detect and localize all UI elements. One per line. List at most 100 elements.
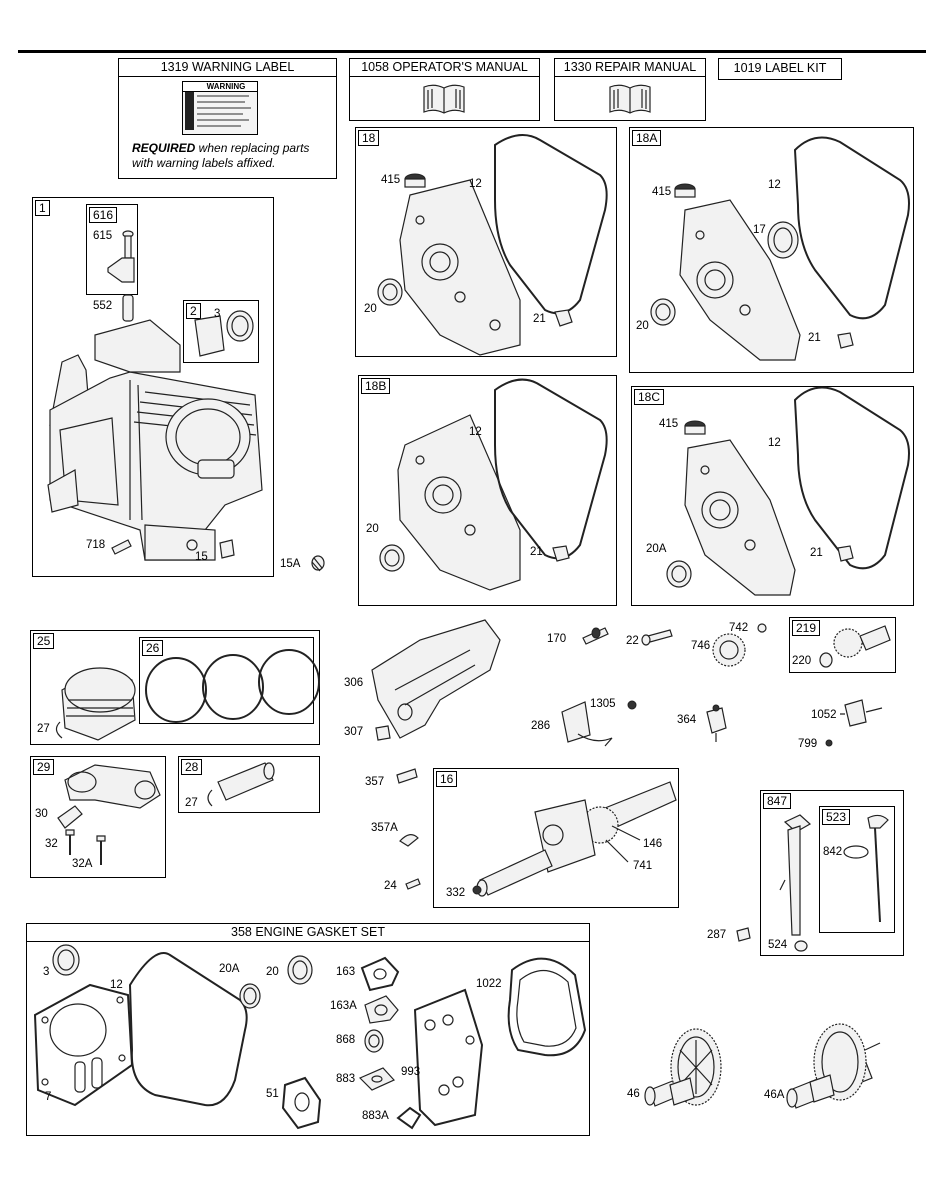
warning-sign-icon: WARNING <box>182 81 258 135</box>
gasket-label-12: 12 <box>110 979 123 991</box>
part-label-27: 27 <box>37 723 50 735</box>
part-label-718: 718 <box>86 539 106 551</box>
part-label-746: 746 <box>691 640 711 652</box>
group-tag-26: 26 <box>142 640 164 656</box>
gasket-label-163A: 163A <box>330 1000 357 1012</box>
group-26-box: 26 <box>139 637 314 724</box>
warning-sign-header: WARNING <box>183 82 257 92</box>
part-label-21: 21 <box>810 547 823 559</box>
part-label-32: 32 <box>45 838 58 850</box>
group-tag-523: 523 <box>822 809 851 825</box>
part-label-742: 742 <box>729 622 749 634</box>
label-kit-title: 1019 LABEL KIT <box>733 61 827 75</box>
group-tag-18B: 18B <box>361 378 391 394</box>
part-label-799: 799 <box>798 738 818 750</box>
part-label-20A: 20A <box>646 543 667 555</box>
group-tag-18: 18 <box>358 130 380 146</box>
group-tag-847: 847 <box>763 793 792 809</box>
part-label-524: 524 <box>768 939 788 951</box>
required-note: REQUIRED when replacing parts with warni… <box>132 141 332 171</box>
group-tag-616: 616 <box>89 207 118 223</box>
book-icon <box>609 84 651 114</box>
group-tag-2: 2 <box>186 303 201 319</box>
warning-label-box: 1319 WARNING LABEL WARNING REQUIRED when… <box>118 58 337 179</box>
part-label-17: 17 <box>753 224 766 236</box>
part-label-12: 12 <box>469 178 482 190</box>
group-219-box: 219 <box>789 617 896 673</box>
part-label-615: 615 <box>93 230 113 242</box>
operators-manual-title: 1058 OPERATOR'S MANUAL <box>361 60 528 74</box>
part-label-357: 357 <box>365 776 385 788</box>
part-label-415: 415 <box>652 186 672 198</box>
group-18C-box: 18C <box>631 386 914 606</box>
part-label-415: 415 <box>659 418 679 430</box>
book-icon <box>423 84 465 114</box>
group-18-box: 18 <box>355 127 617 357</box>
gasket-set-box: 358 ENGINE GASKET SET <box>26 923 590 1136</box>
part-label-46A: 46A <box>764 1089 785 1101</box>
part-label-24: 24 <box>384 880 397 892</box>
part-label-21: 21 <box>533 313 546 325</box>
part-label-415: 415 <box>381 174 401 186</box>
part-label-1052: 1052 <box>811 709 837 721</box>
operators-manual-box: 1058 OPERATOR'S MANUAL <box>349 58 540 121</box>
group-29-box: 29 <box>30 756 166 878</box>
group-847-box: 847 <box>760 790 904 956</box>
part-label-30: 30 <box>35 808 48 820</box>
group-18A-box: 18A <box>629 127 914 373</box>
part-label-286: 286 <box>531 720 551 732</box>
part-label-842: 842 <box>823 846 843 858</box>
group-tag-16: 16 <box>436 771 458 787</box>
gasket-label-1022: 1022 <box>476 978 502 990</box>
group-tag-18A: 18A <box>632 130 662 146</box>
group-tag-219: 219 <box>792 620 821 636</box>
part-label-552: 552 <box>93 300 113 312</box>
group-2-box: 2 <box>183 300 259 363</box>
part-label-46: 46 <box>627 1088 640 1100</box>
part-label-15A: 15A <box>280 558 301 570</box>
repair-manual-title: 1330 REPAIR MANUAL <box>563 60 697 74</box>
group-tag-1: 1 <box>35 200 50 216</box>
part-label-306: 306 <box>344 677 364 689</box>
group-18B-box: 18B <box>358 375 617 606</box>
part-label-357A: 357A <box>371 822 398 834</box>
part-label-20: 20 <box>636 320 649 332</box>
gasket-label-20: 20 <box>266 966 279 978</box>
part-label-15: 15 <box>195 551 208 563</box>
gasket-label-51: 51 <box>266 1088 279 1100</box>
group-tag-29: 29 <box>33 759 55 775</box>
part-label-22: 22 <box>626 635 639 647</box>
gasket-set-title: 358 ENGINE GASKET SET <box>231 925 385 939</box>
group-523-box: 523 <box>819 806 895 933</box>
part-label-20: 20 <box>366 523 379 535</box>
part-label-27: 27 <box>185 797 198 809</box>
part-label-146: 146 <box>643 838 663 850</box>
group-28-box: 28 <box>178 756 320 813</box>
part-label-332: 332 <box>446 887 466 899</box>
group-tag-25: 25 <box>33 633 55 649</box>
part-label-21: 21 <box>530 546 543 558</box>
gasket-label-883A: 883A <box>362 1110 389 1122</box>
part-label-220: 220 <box>792 655 812 667</box>
part-label-12: 12 <box>768 179 781 191</box>
group-16-box: 16 <box>433 768 679 908</box>
group-616-box: 616 <box>86 204 138 295</box>
part-label-12: 12 <box>768 437 781 449</box>
part-label-3: 3 <box>214 308 221 320</box>
required-bold: REQUIRED <box>132 141 196 155</box>
group-1-box: 1 <box>32 197 274 577</box>
gasket-label-868: 868 <box>336 1034 356 1046</box>
top-rule <box>18 50 926 53</box>
part-label-21: 21 <box>808 332 821 344</box>
gasket-label-7: 7 <box>45 1091 52 1103</box>
gasket-label-883: 883 <box>336 1073 356 1085</box>
part-label-170: 170 <box>547 633 567 645</box>
group-tag-28: 28 <box>181 759 203 775</box>
gasket-label-3: 3 <box>43 966 50 978</box>
warning-label-title: 1319 WARNING LABEL <box>160 60 295 74</box>
